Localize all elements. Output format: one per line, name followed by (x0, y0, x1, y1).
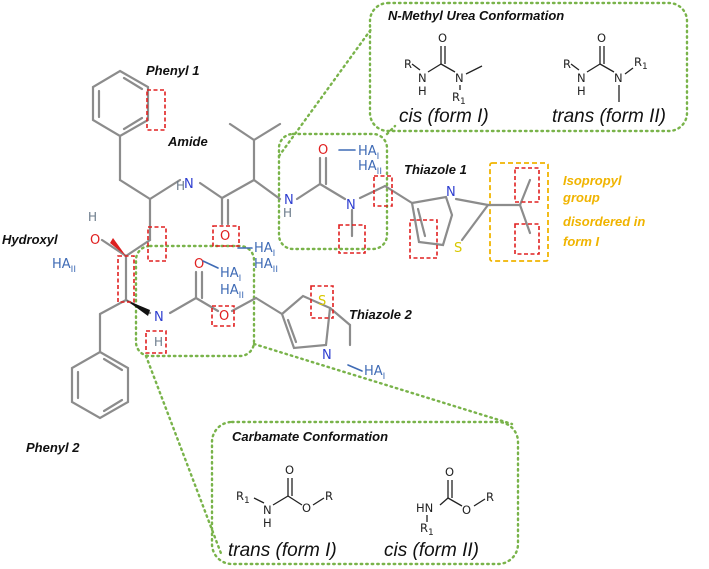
svg-text:N: N (577, 71, 586, 85)
highlight-carbamate-o (211, 305, 235, 327)
group-outlines (134, 1, 689, 566)
atom-labels: N H O N H O N N S H O N H O O S N (88, 143, 462, 363)
svg-text:O: O (597, 31, 606, 45)
svg-text:H: H (577, 84, 586, 98)
label-thiazole1: Thiazole 1 (404, 162, 467, 177)
label-isopropyl-3: disordered in (563, 214, 645, 229)
svg-text:R: R (404, 57, 412, 71)
svg-text:R1: R1 (420, 521, 434, 538)
urea-cis-label: cis (form I) (399, 106, 489, 127)
atom-n-urea1: N (284, 193, 294, 208)
carbamate-trans-structure: R1 N H O O R (236, 463, 333, 530)
ha-label-thiazole2-form1: HAI (364, 364, 385, 382)
carbamate-panel: Carbamate Conformation R1 N H O O R tran… (228, 429, 494, 561)
highlight-alpha-c (147, 226, 167, 262)
atom-o-amide: O (220, 229, 230, 244)
highlight-thiazole2-s (310, 285, 334, 319)
atom-n-amide: N (184, 177, 194, 192)
ha-label-urea-form2: HAII (358, 159, 382, 177)
urea-trans-label: trans (form II) (552, 106, 666, 127)
ha-label-carbamate-form1: HAI (220, 266, 241, 284)
highlight-isopropyl-bottom (514, 223, 540, 255)
atom-o-carbamate1: O (194, 257, 204, 272)
svg-text:R: R (563, 57, 571, 71)
urea-cis-structure: R N H O N R1 (404, 31, 483, 107)
ha-label-amide-form1: HAI (254, 241, 275, 259)
group-labels: Phenyl 1 Amide Hydroxyl Thiazole 1 Thiaz… (2, 63, 645, 455)
ha-label-amide-form2: HAII (254, 257, 278, 275)
urea-connector-bottom (385, 124, 397, 136)
highlight-thiazole1 (409, 219, 438, 259)
svg-text:HN: HN (416, 501, 433, 515)
urea-panel: N-Methyl Urea Conformation R N H O N R1 … (388, 8, 666, 127)
carbamate-panel-title: Carbamate Conformation (232, 429, 388, 444)
urea-trans-structure: R N H O N R1 (563, 31, 648, 102)
urea-group-box (277, 132, 389, 251)
hydrogen-bond-annotations: HAI HAII HAI HAII HAI HAII HAII HAI (52, 144, 385, 382)
atom-h-carbamate: H (154, 335, 163, 349)
atom-h-urea1: H (283, 206, 292, 220)
svg-text:N: N (263, 503, 272, 517)
atom-o-hydroxyl: O (90, 233, 100, 248)
label-thiazole2: Thiazole 2 (349, 307, 413, 322)
ha-label-hydroxyl-form2: HAII (52, 257, 76, 275)
highlight-isopropyl-top (514, 167, 540, 203)
label-phenyl1: Phenyl 1 (146, 63, 199, 78)
svg-text:N: N (614, 71, 623, 85)
highlight-amide-o (212, 225, 240, 247)
label-amide: Amide (167, 134, 208, 149)
carbamate-cis-label: cis (form II) (384, 540, 479, 561)
atom-n-thiazole1: N (446, 185, 456, 200)
atom-s-thiazole2: S (318, 294, 326, 309)
svg-text:R: R (486, 490, 494, 504)
atom-s-thiazole1: S (454, 241, 462, 256)
carbamate-group-box (134, 244, 256, 358)
highlight-boxes (117, 89, 540, 354)
label-isopropyl-1: Isopropyl (563, 173, 622, 188)
label-phenyl2: Phenyl 2 (26, 440, 80, 455)
svg-text:R1: R1 (236, 489, 250, 506)
svg-text:R1: R1 (634, 55, 648, 72)
atom-n-urea2: N (346, 198, 356, 213)
svg-text:O: O (438, 31, 447, 45)
carbamate-trans-label: trans (form I) (228, 540, 337, 561)
svg-text:N: N (455, 71, 464, 85)
label-isopropyl-4: form I (563, 234, 600, 249)
svg-text:H: H (418, 84, 427, 98)
svg-text:O: O (462, 503, 471, 517)
label-isopropyl-2: group (562, 190, 600, 205)
svg-text:O: O (285, 463, 294, 477)
label-hydroxyl: Hydroxyl (2, 232, 58, 247)
urea-connector-top (277, 26, 374, 158)
carbamate-panel-box (210, 420, 520, 566)
highlight-hydroxyl-c (117, 255, 135, 303)
carbamate-cis-structure: HN O O R R1 (416, 465, 494, 538)
atom-o-urea: O (318, 143, 328, 158)
atom-n-thiazole2: N (322, 348, 332, 363)
urea-panel-title: N-Methyl Urea Conformation (388, 8, 564, 23)
svg-text:O: O (302, 501, 311, 515)
ha-label-carbamate-form2: HAII (220, 283, 244, 301)
atom-o-carbamate2: O (219, 309, 229, 324)
atom-n-carbamate: N (154, 310, 164, 325)
isopropyl-box (489, 162, 549, 262)
highlight-phenyl1 (146, 89, 166, 131)
highlight-urea-methyl (338, 224, 366, 254)
highlight-urea-ch2 (373, 175, 393, 207)
svg-text:R1: R1 (452, 90, 466, 107)
svg-text:O: O (445, 465, 454, 479)
highlight-carbamate-h (145, 330, 167, 354)
carbamate-connector-left (144, 354, 224, 558)
carbamate-connector-right (252, 342, 514, 426)
atom-h-amide: H (176, 179, 185, 193)
atom-h-hydroxyl: H (88, 210, 97, 224)
ha-label-urea-form1: HAI (358, 144, 379, 162)
svg-text:N: N (418, 71, 427, 85)
svg-text:R: R (325, 489, 333, 503)
svg-text:H: H (263, 516, 272, 530)
